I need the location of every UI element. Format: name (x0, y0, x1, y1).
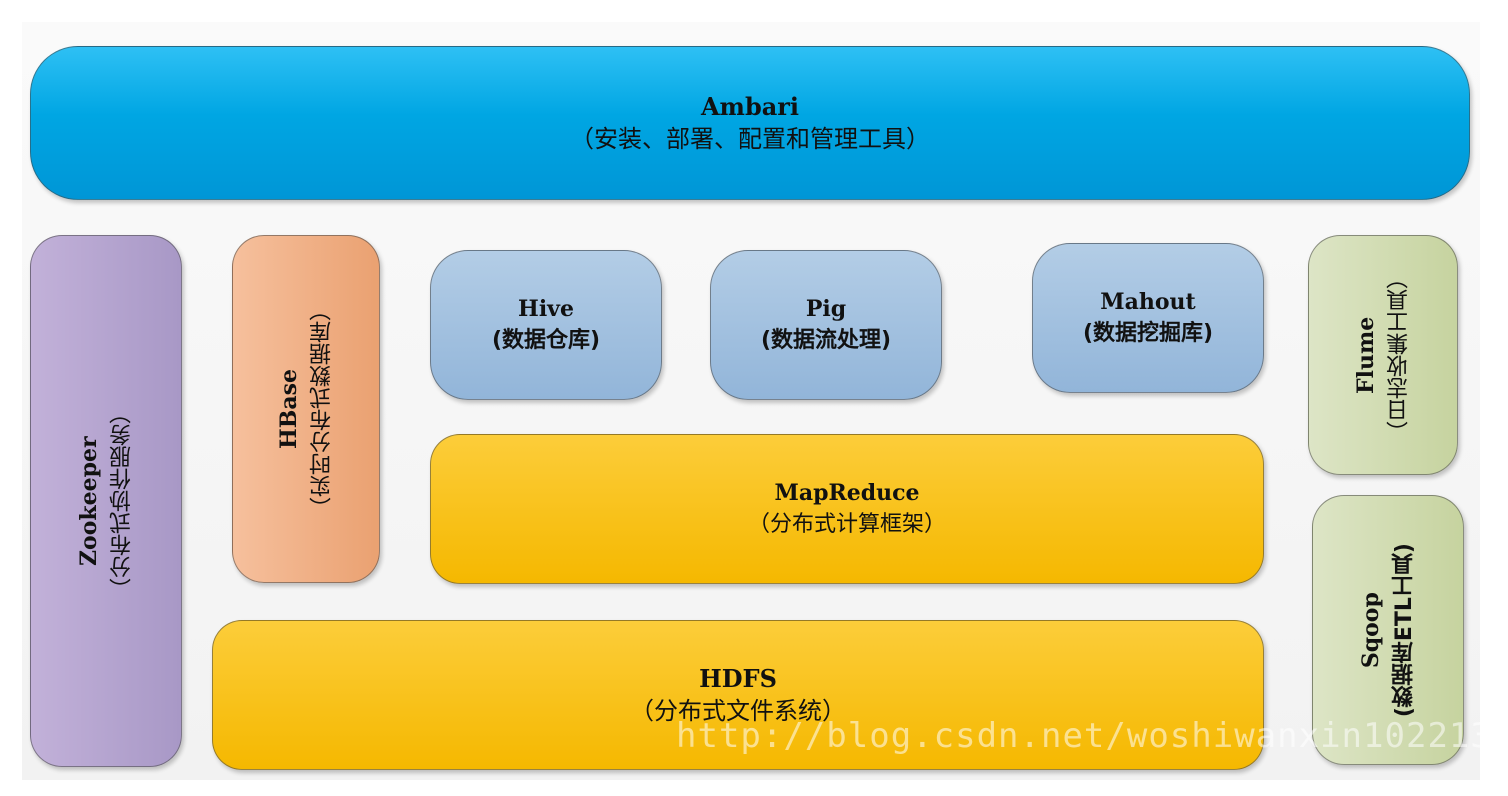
hdfs-name: HDFS (699, 664, 777, 693)
pig-desc: (数据流处理) (760, 328, 892, 353)
sqoop-label: Sqoop (数据库ETL工具) (1354, 543, 1422, 717)
zookeeper-label: Zookeeper （分布式协作服务） (72, 402, 140, 600)
hive-box: Hive (数据仓库) (430, 250, 662, 400)
sqoop-desc: (数据库ETL工具) (1392, 542, 1417, 718)
sqoop-name: Sqoop (1358, 591, 1384, 668)
mapreduce-box: MapReduce （分布式计算框架） (430, 434, 1264, 584)
mapreduce-name: MapReduce (774, 480, 920, 506)
zookeeper-box: Zookeeper （分布式协作服务） (30, 235, 182, 767)
mahout-name: Mahout (1100, 289, 1196, 315)
ambari-desc: （安装、部署、配置和管理工具） (570, 125, 930, 153)
watermark: http://blog.csdn.net/woshiwanxin102213 (676, 716, 1492, 756)
hbase-box: HBase （实时分布式数据库） (232, 235, 380, 583)
ambari-name: Ambari (700, 92, 800, 121)
zookeeper-desc: （分布式协作服务） (110, 402, 135, 600)
hbase-desc: （实时分布式数据库） (310, 299, 335, 519)
zookeeper-name: Zookeeper (76, 436, 102, 566)
mahout-box: Mahout (数据挖掘库) (1032, 243, 1264, 393)
hive-desc: (数据仓库) (491, 328, 601, 353)
hdfs-desc: （分布式文件系统） (630, 697, 846, 725)
pig-name: Pig (805, 296, 847, 322)
flume-box: Flume （日志收集工具） (1308, 235, 1458, 475)
hive-name: Hive (518, 296, 574, 322)
sqoop-box: Sqoop (数据库ETL工具) (1312, 495, 1464, 765)
mapreduce-desc: （分布式计算框架） (747, 512, 946, 537)
flume-desc: （日志收集工具） (1387, 267, 1412, 443)
flume-label: Flume （日志收集工具） (1349, 267, 1417, 443)
hbase-label: HBase （实时分布式数据库） (272, 299, 340, 519)
ambari-box: Ambari （安装、部署、配置和管理工具） (30, 46, 1470, 200)
hbase-name: HBase (276, 368, 302, 450)
pig-box: Pig (数据流处理) (710, 250, 942, 400)
flume-name: Flume (1353, 316, 1379, 394)
hdfs-box: HDFS （分布式文件系统） (212, 620, 1264, 770)
mahout-desc: (数据挖掘库) (1082, 321, 1214, 346)
